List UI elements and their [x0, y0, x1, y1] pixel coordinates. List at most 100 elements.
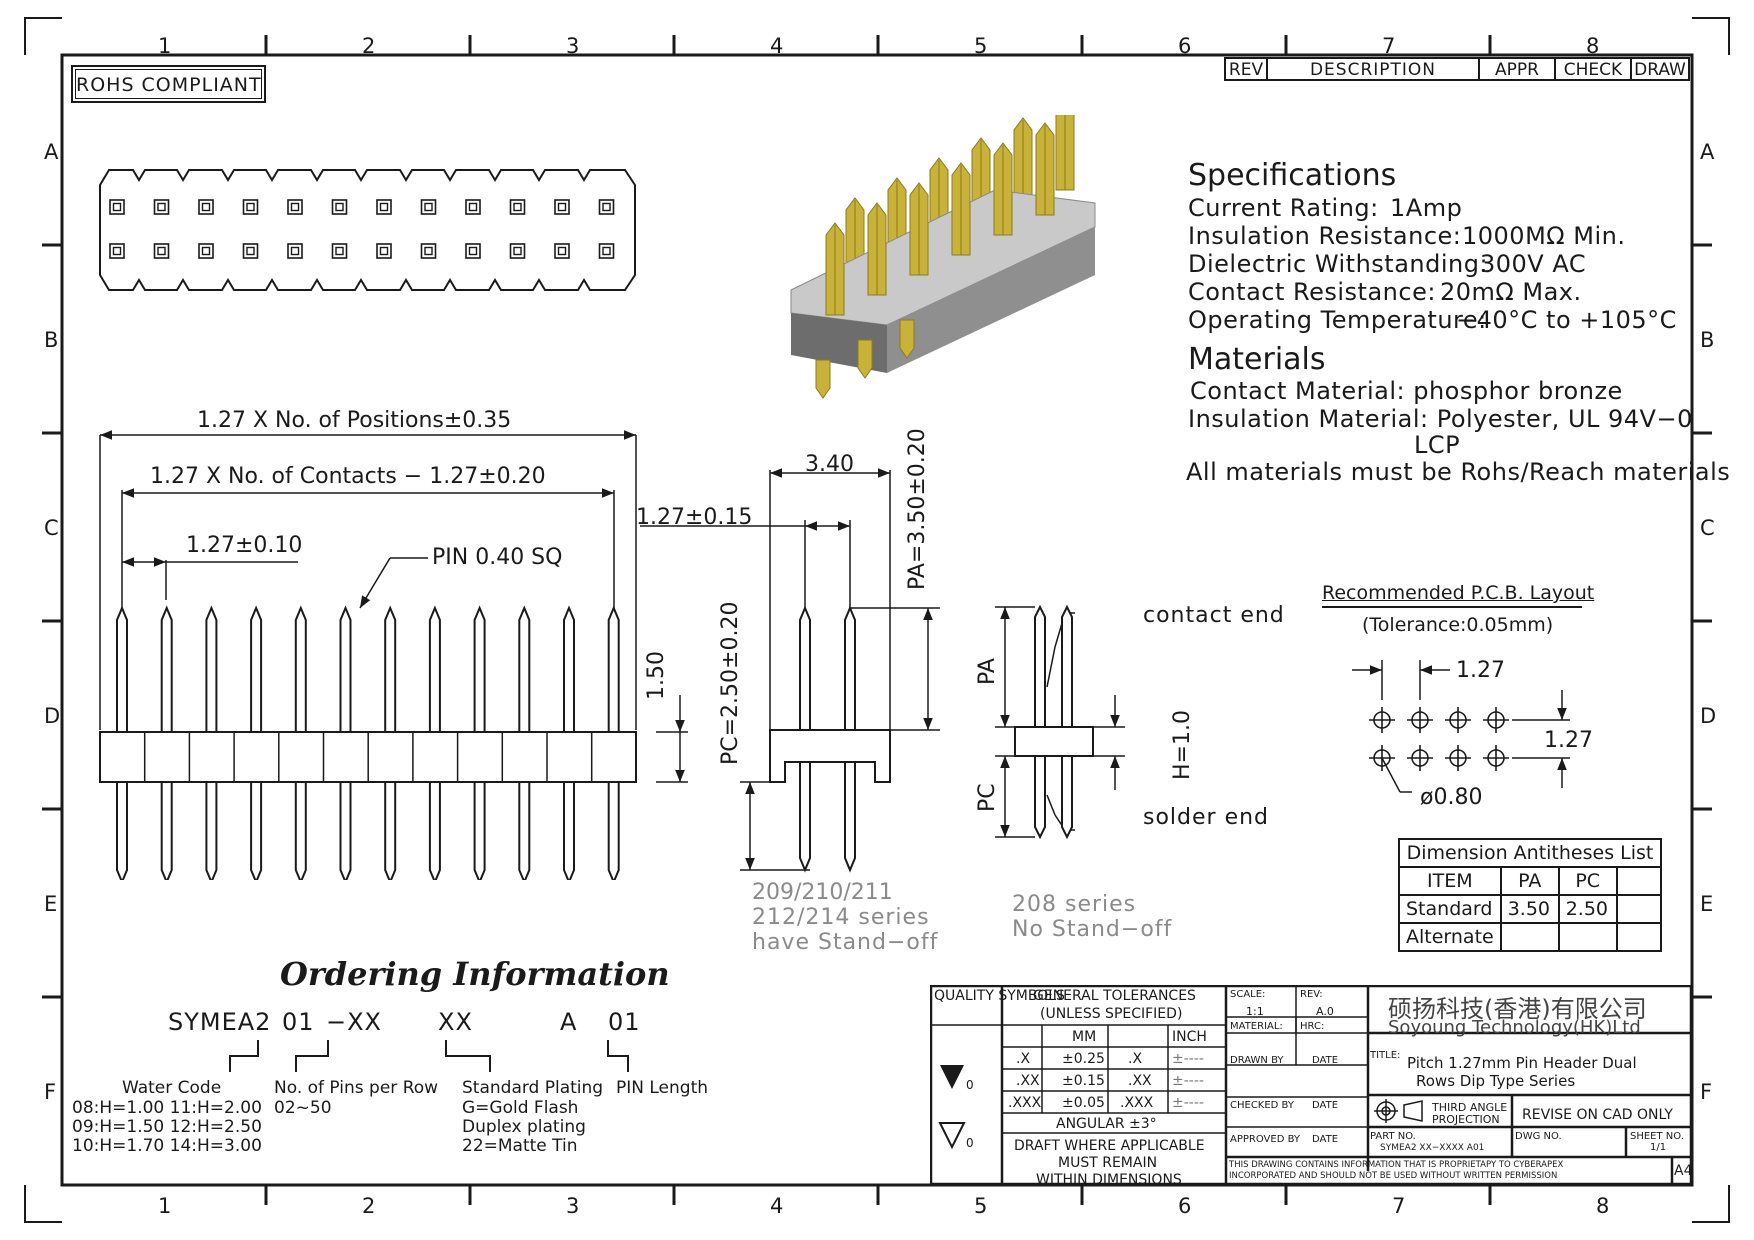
pcb-holes — [1369, 707, 1509, 771]
zone-row-c: C — [44, 516, 59, 540]
dim-pa-label: PA=3.50±0.20 — [905, 428, 930, 590]
contact-end-label: contact end — [1143, 603, 1285, 628]
top-view-pin-square — [290, 202, 300, 212]
sheet-no-value: 1/1 — [1650, 1142, 1667, 1153]
solder-end-label: solder end — [1143, 805, 1270, 830]
top-view-pin-square — [468, 202, 478, 212]
top-view-pin — [109, 199, 125, 215]
quality-symbol-outline-icon — [938, 1122, 966, 1150]
rev-value: A.0 — [1316, 1005, 1334, 1018]
top-view-pin — [287, 199, 303, 215]
dielectric-label: Dielectric Withstanding: — [1188, 250, 1489, 278]
insulation-resistance-label: Insulation Resistance: — [1188, 222, 1462, 250]
top-view-pin — [598, 199, 615, 215]
top-view-pin — [331, 199, 348, 215]
top-view-pin — [376, 243, 392, 259]
pcb-hole — [1369, 707, 1395, 733]
ordering-brackets — [229, 1040, 629, 1072]
antitheses-cell — [1615, 894, 1663, 924]
water-code-line3: 10:H=1.70 14:H=3.00 — [72, 1136, 262, 1156]
top-view — [99, 169, 636, 291]
top-view-pin-square — [157, 202, 166, 212]
caption-208-line1: 208 series — [1012, 892, 1137, 917]
top-view-pin-outline — [509, 243, 526, 259]
antitheses-cell — [1557, 922, 1618, 952]
approved-date-label: DATE — [1312, 1134, 1339, 1145]
part-no-value: SYMEA2 XX−XXXX A01 — [1380, 1143, 1485, 1153]
current-rating-label: Current Rating: — [1188, 194, 1379, 222]
zone-col-3: 3 — [566, 34, 580, 58]
side-view-standoff — [640, 468, 940, 873]
zone-col-4: 4 — [770, 34, 784, 58]
tol-cell: .X — [1128, 1051, 1143, 1067]
top-view-pin-outline — [376, 243, 392, 259]
contact-material: Contact Material: phosphor bronze — [1190, 377, 1623, 405]
pin-note-leader — [359, 557, 391, 609]
caption-209-line1: 209/210/211 — [752, 880, 893, 905]
caption-209-line3: have Stand−off — [752, 930, 939, 955]
zone-col-bottom-4: 4 — [770, 1194, 784, 1218]
front-view-pins — [99, 605, 620, 880]
materials-heading: Materials — [1188, 342, 1326, 377]
drawn-date-label: DATE — [1312, 1055, 1339, 1066]
side-view-no-standoff — [995, 604, 1125, 840]
ordering-bracket-plating — [445, 1040, 491, 1072]
antitheses-cell — [1615, 922, 1663, 952]
zone-col-2: 2 — [362, 34, 376, 58]
sheet-no-label: SHEET NO. — [1630, 1131, 1684, 1142]
top-view-pin-square — [424, 202, 433, 212]
draft-line1: DRAFT WHERE APPLICABLE — [1014, 1138, 1205, 1154]
top-view-pin — [465, 243, 481, 259]
antitheses-cell: Standard — [1398, 894, 1502, 924]
insulation-resistance-value: 1000MΩ Min. — [1462, 222, 1626, 250]
tol-cell: .XX — [1016, 1073, 1040, 1089]
antitheses-cell — [1499, 922, 1560, 952]
top-view-pin — [153, 243, 170, 259]
top-view-pin-square — [513, 246, 522, 256]
zone-row-b: B — [44, 328, 59, 352]
tol-cell: .XX — [1128, 1073, 1152, 1089]
top-view-pin-outline — [109, 243, 125, 259]
ordering-bracket-pins — [295, 1040, 329, 1072]
pcb-hole-leader-a — [1381, 757, 1401, 793]
top-view-pin-outline — [287, 199, 303, 215]
top-view-pin-square — [112, 202, 122, 212]
ordering-code-plating: XX — [438, 1008, 473, 1036]
tol-cell: ±---- — [1172, 1073, 1204, 1089]
dim-pitch-label: 1.27±0.10 — [186, 533, 303, 558]
top-view-pin-grid — [109, 199, 615, 259]
pcb-hole — [1407, 707, 1433, 733]
title-block — [930, 985, 1692, 1185]
top-view-pin — [153, 199, 170, 215]
top-view-pin-square — [112, 246, 122, 256]
dim-contacts-label: 1.27 X No. of Contacts − 1.27±0.20 — [150, 464, 546, 489]
approved-by-label: APPROVED BY — [1230, 1134, 1301, 1145]
corner-marks — [24, 17, 1730, 1223]
pcb-dim-x-label: 1.27 — [1456, 658, 1505, 683]
pcb-layout-title: Recommended P.C.B. Layout — [1322, 582, 1595, 604]
zone-col-7: 7 — [1382, 34, 1396, 58]
top-view-pin-square — [379, 202, 389, 212]
pins-per-row-range: 02~50 — [274, 1098, 332, 1118]
pcb-layout-drawing — [1352, 660, 1570, 793]
connector-3d-render — [790, 115, 1096, 399]
current-rating-value: 1Amp — [1390, 194, 1463, 222]
rohs-label: ROHS COMPLIANT — [75, 69, 262, 99]
pins-per-row-label: No. of Pins per Row — [274, 1078, 439, 1098]
top-view-pin-outline — [509, 199, 526, 215]
top-view-pin-square — [290, 246, 300, 256]
revision-block: REV DESCRIPTION APPR CHECK DRAW — [1224, 57, 1690, 81]
top-view-pin-outline — [598, 243, 615, 259]
ordering-bracket-water — [229, 1040, 259, 1072]
tol-cell: ±0.05 — [1062, 1095, 1105, 1111]
top-view-pin-square — [335, 246, 344, 256]
top-view-pin-square — [201, 246, 211, 256]
top-view-pin-outline — [420, 199, 437, 215]
antitheses-cell: 3.50 — [1499, 894, 1560, 924]
materials-note: All materials must be Rohs/Reach materia… — [1186, 458, 1731, 486]
angular-tolerance: ANGULAR ±3° — [1056, 1116, 1157, 1132]
top-view-pin — [598, 243, 615, 259]
pcb-tolerance: (Tolerance:0.05mm) — [1362, 614, 1554, 636]
top-view-pin-square — [157, 246, 166, 256]
projection-line1: THIRD ANGLE — [1432, 1101, 1508, 1114]
